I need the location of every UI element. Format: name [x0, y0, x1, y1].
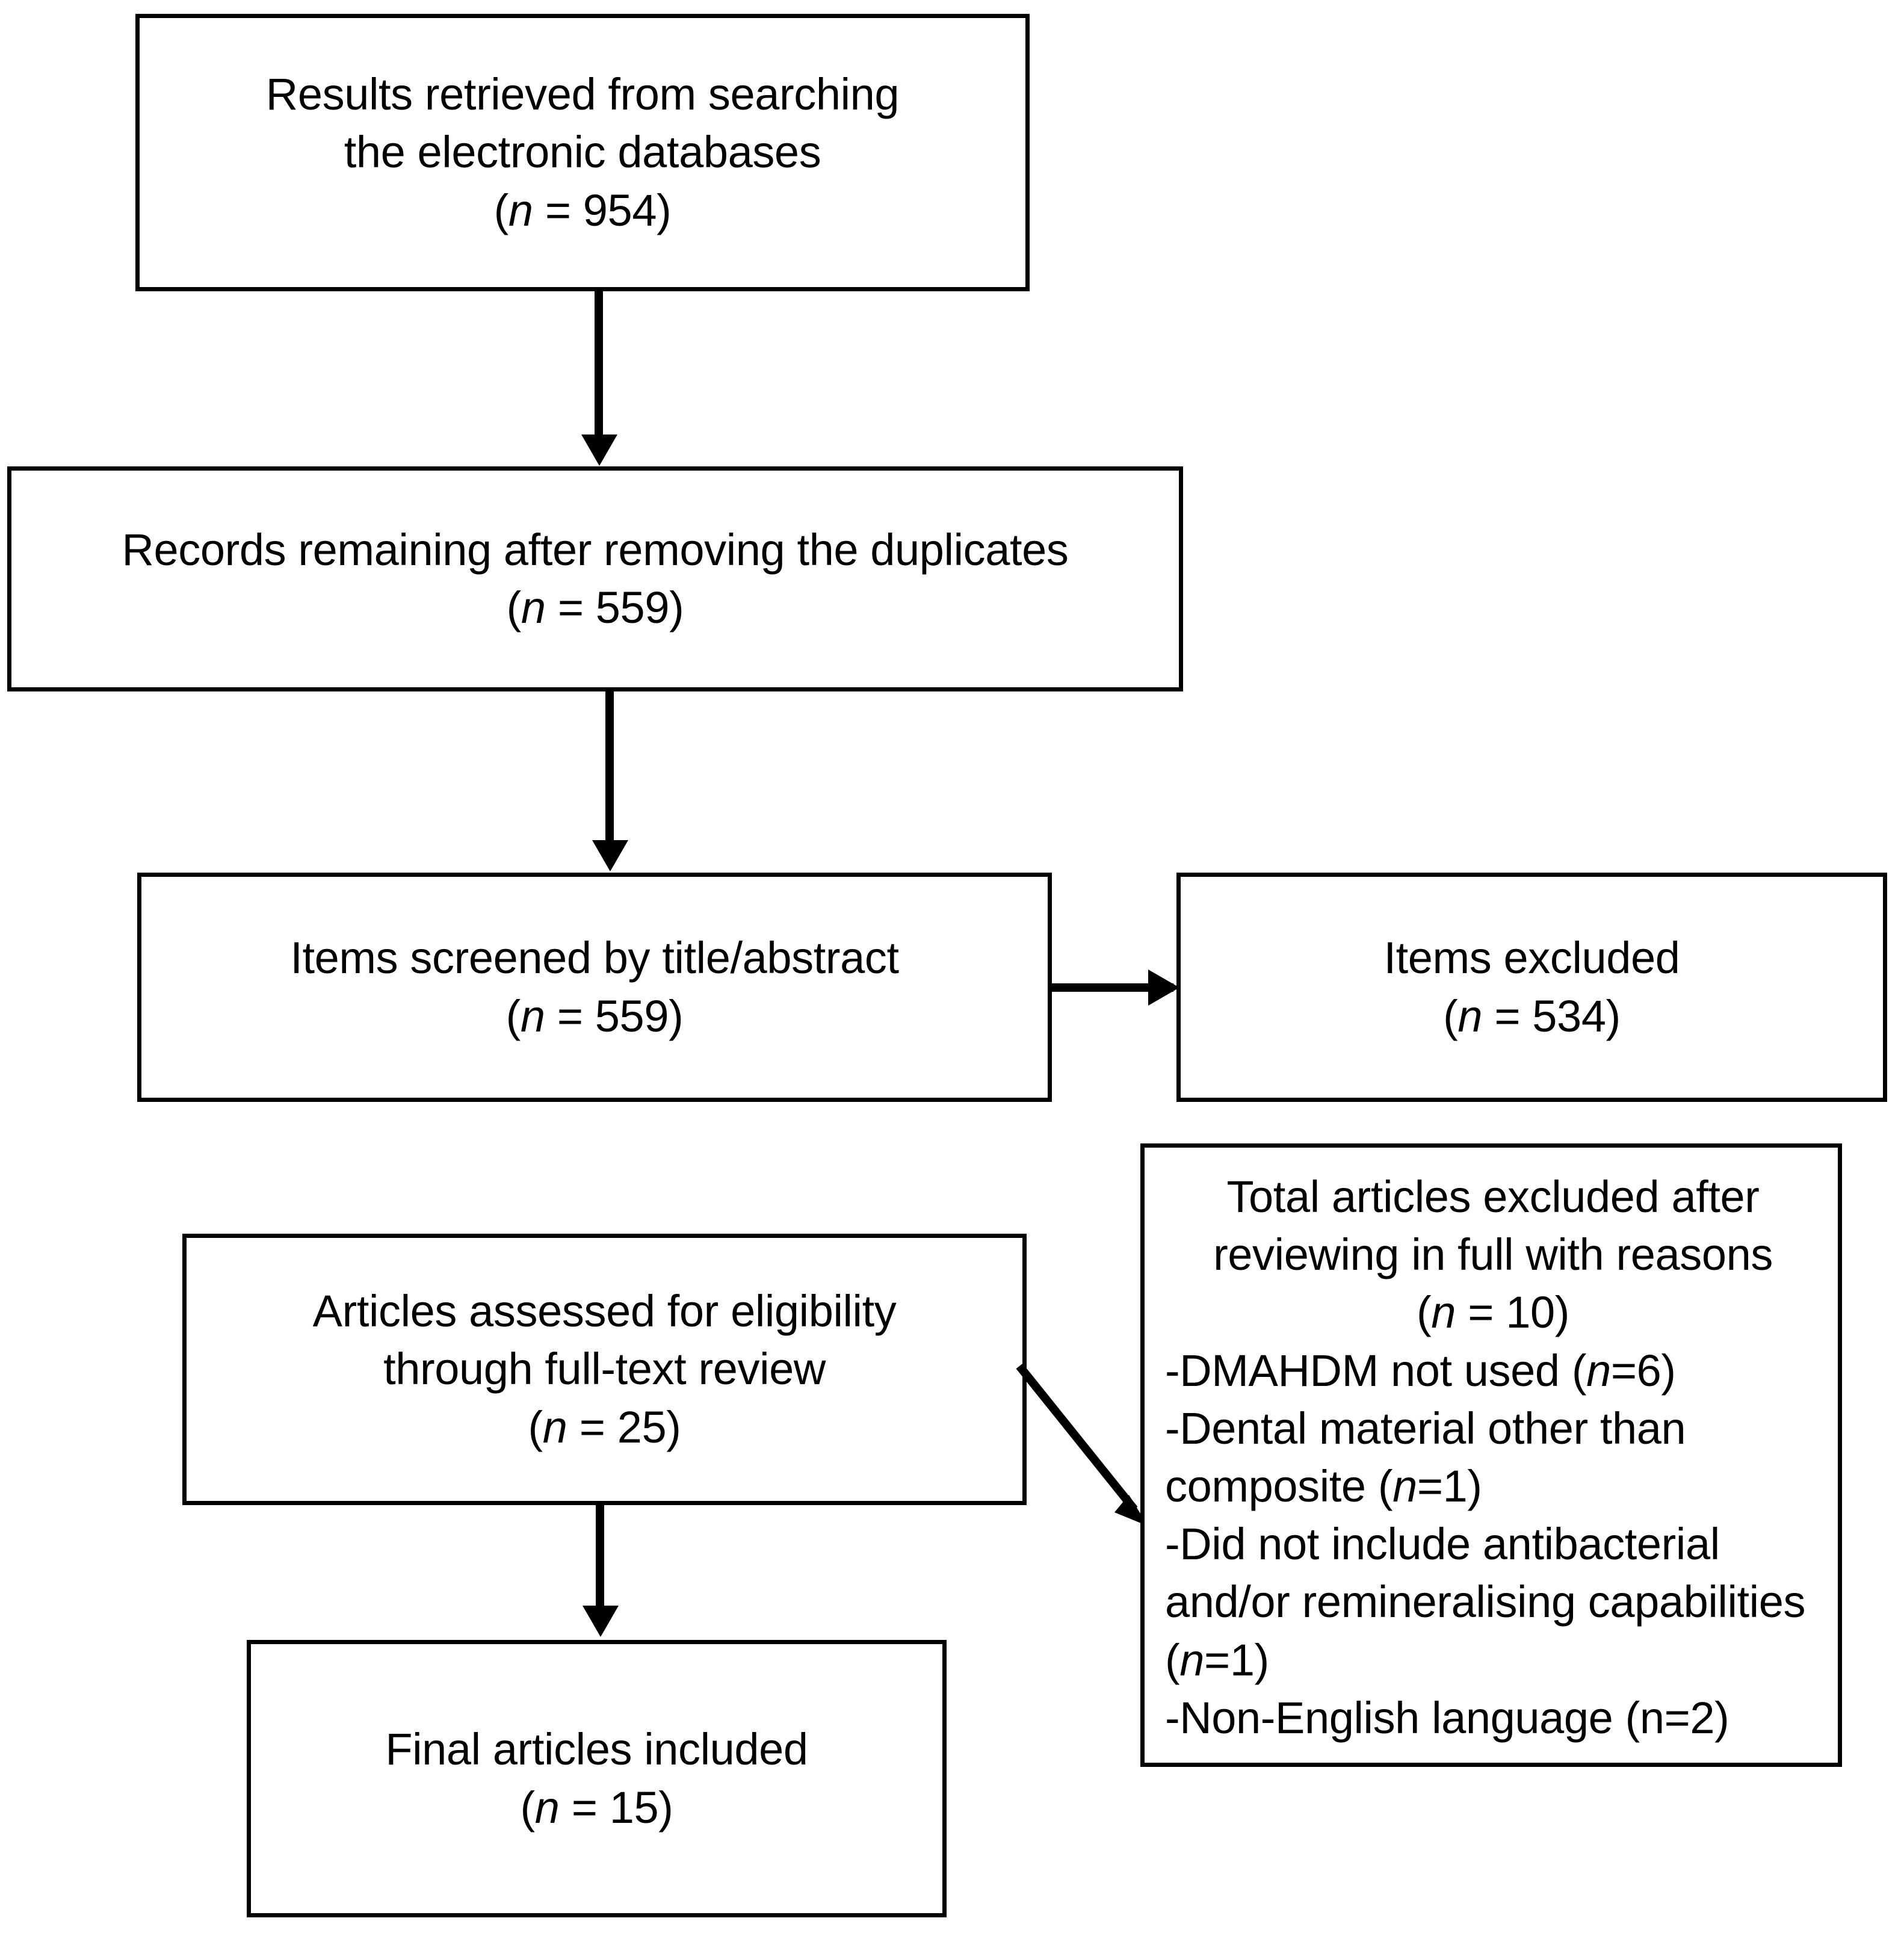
- node-articles-assessed: Articles assessed for eligibility throug…: [182, 1234, 1027, 1505]
- n-symbol: n: [1586, 1345, 1611, 1396]
- paren-open: (: [520, 1782, 536, 1832]
- exclusion-reason-item: -Dental material other than composite (n…: [1165, 1400, 1821, 1515]
- n-symbol: n: [1179, 1635, 1205, 1685]
- connector-search-to-dedup-line: [595, 288, 603, 439]
- exclusion-reason-item: -Did not include antibacterial and/or re…: [1165, 1515, 1821, 1689]
- count-value: = 559): [545, 991, 684, 1041]
- count-value: = 10): [1456, 1287, 1569, 1338]
- node-exclusion-reasons-heading-line1: Total articles excluded after: [1226, 1172, 1760, 1222]
- count-value: = 15): [559, 1782, 673, 1832]
- reason-count: =1): [1204, 1635, 1269, 1685]
- connector-dedup-to-screened-arrowhead-icon: [592, 840, 628, 871]
- n-symbol: n: [1431, 1287, 1456, 1338]
- n-symbol: n: [542, 1402, 567, 1452]
- paren-open: (: [506, 583, 522, 632]
- connector-eligibility-to-reasons-arrowhead-icon: [1114, 1495, 1148, 1526]
- connector-eligibility-to-final-line: [596, 1502, 604, 1607]
- exclusion-reason-item: -DMAHDM not used (n=6): [1165, 1342, 1821, 1400]
- reason-text: -Dental material other than composite (: [1165, 1403, 1686, 1511]
- node-records-remaining: Records remaining after removing the dup…: [7, 466, 1183, 691]
- n-symbol: n: [508, 185, 533, 235]
- paren-open: (: [1417, 1287, 1432, 1338]
- reason-count: =6): [1610, 1345, 1676, 1396]
- node-final-articles-included-count: (n = 15): [521, 1779, 673, 1837]
- node-items-excluded: Items excluded (n = 534): [1176, 873, 1887, 1102]
- node-exclusion-reasons-heading-line2: reviewing in full with reasons: [1213, 1229, 1773, 1280]
- node-final-articles-included-line1: Final articles included: [385, 1724, 808, 1775]
- node-results-retrieved-count: (n = 954): [494, 182, 672, 240]
- node-articles-assessed-line2: through full-text review: [383, 1344, 826, 1394]
- n-symbol: n: [1457, 991, 1483, 1041]
- n-symbol: n: [534, 1782, 560, 1832]
- connector-dedup-to-screened-line: [605, 689, 614, 843]
- exclusion-reason-item: -Non-English language (n=2): [1165, 1689, 1821, 1747]
- node-items-excluded-line1: Items excluded: [1383, 933, 1680, 983]
- node-exclusion-reasons-count: (n = 10): [1165, 1284, 1821, 1341]
- reason-count: =1): [1417, 1461, 1482, 1511]
- node-articles-assessed-count: (n = 25): [528, 1399, 681, 1456]
- n-symbol: n: [521, 583, 546, 632]
- reason-text: -DMAHDM not used (: [1165, 1345, 1587, 1396]
- node-items-excluded-count: (n = 534): [1443, 988, 1621, 1045]
- n-symbol: n: [1392, 1461, 1417, 1511]
- reason-text: -Did not include antibacterial and/or re…: [1165, 1519, 1806, 1685]
- connector-screened-to-excluded-line: [1050, 983, 1173, 992]
- reason-text: -Non-English language (n=2): [1165, 1692, 1729, 1743]
- node-items-screened: Items screened by title/abstract (n = 55…: [137, 873, 1052, 1102]
- paren-open: (: [528, 1402, 543, 1452]
- node-results-retrieved: Results retrieved from searching the ele…: [135, 14, 1030, 291]
- node-records-remaining-line1: Records remaining after removing the dup…: [122, 524, 1069, 575]
- count-value: = 559): [545, 583, 684, 632]
- count-value: = 25): [567, 1402, 681, 1452]
- paren-open: (: [493, 185, 509, 235]
- node-items-screened-line1: Items screened by title/abstract: [290, 933, 899, 983]
- node-articles-assessed-line1: Articles assessed for eligibility: [312, 1286, 897, 1337]
- node-results-retrieved-line1: Results retrieved from searching: [265, 69, 900, 120]
- node-exclusion-reasons: Total articles excluded after reviewing …: [1140, 1143, 1842, 1767]
- count-value: = 534): [1482, 991, 1621, 1041]
- connector-eligibility-to-final-arrowhead-icon: [583, 1606, 619, 1637]
- paren-open: (: [1443, 991, 1458, 1041]
- connector-eligibility-to-reasons-diagonal: [1016, 1363, 1148, 1526]
- connector-search-to-dedup-arrowhead-icon: [581, 435, 617, 466]
- node-records-remaining-count: (n = 559): [507, 579, 684, 637]
- node-final-articles-included: Final articles included (n = 15): [247, 1640, 947, 1917]
- count-value: = 954): [533, 185, 672, 235]
- node-results-retrieved-line2: the electronic databases: [344, 127, 821, 178]
- node-items-screened-count: (n = 559): [506, 988, 684, 1045]
- n-symbol: n: [520, 991, 545, 1041]
- connector-screened-to-excluded-arrowhead-icon: [1148, 970, 1179, 1006]
- paren-open: (: [505, 991, 521, 1041]
